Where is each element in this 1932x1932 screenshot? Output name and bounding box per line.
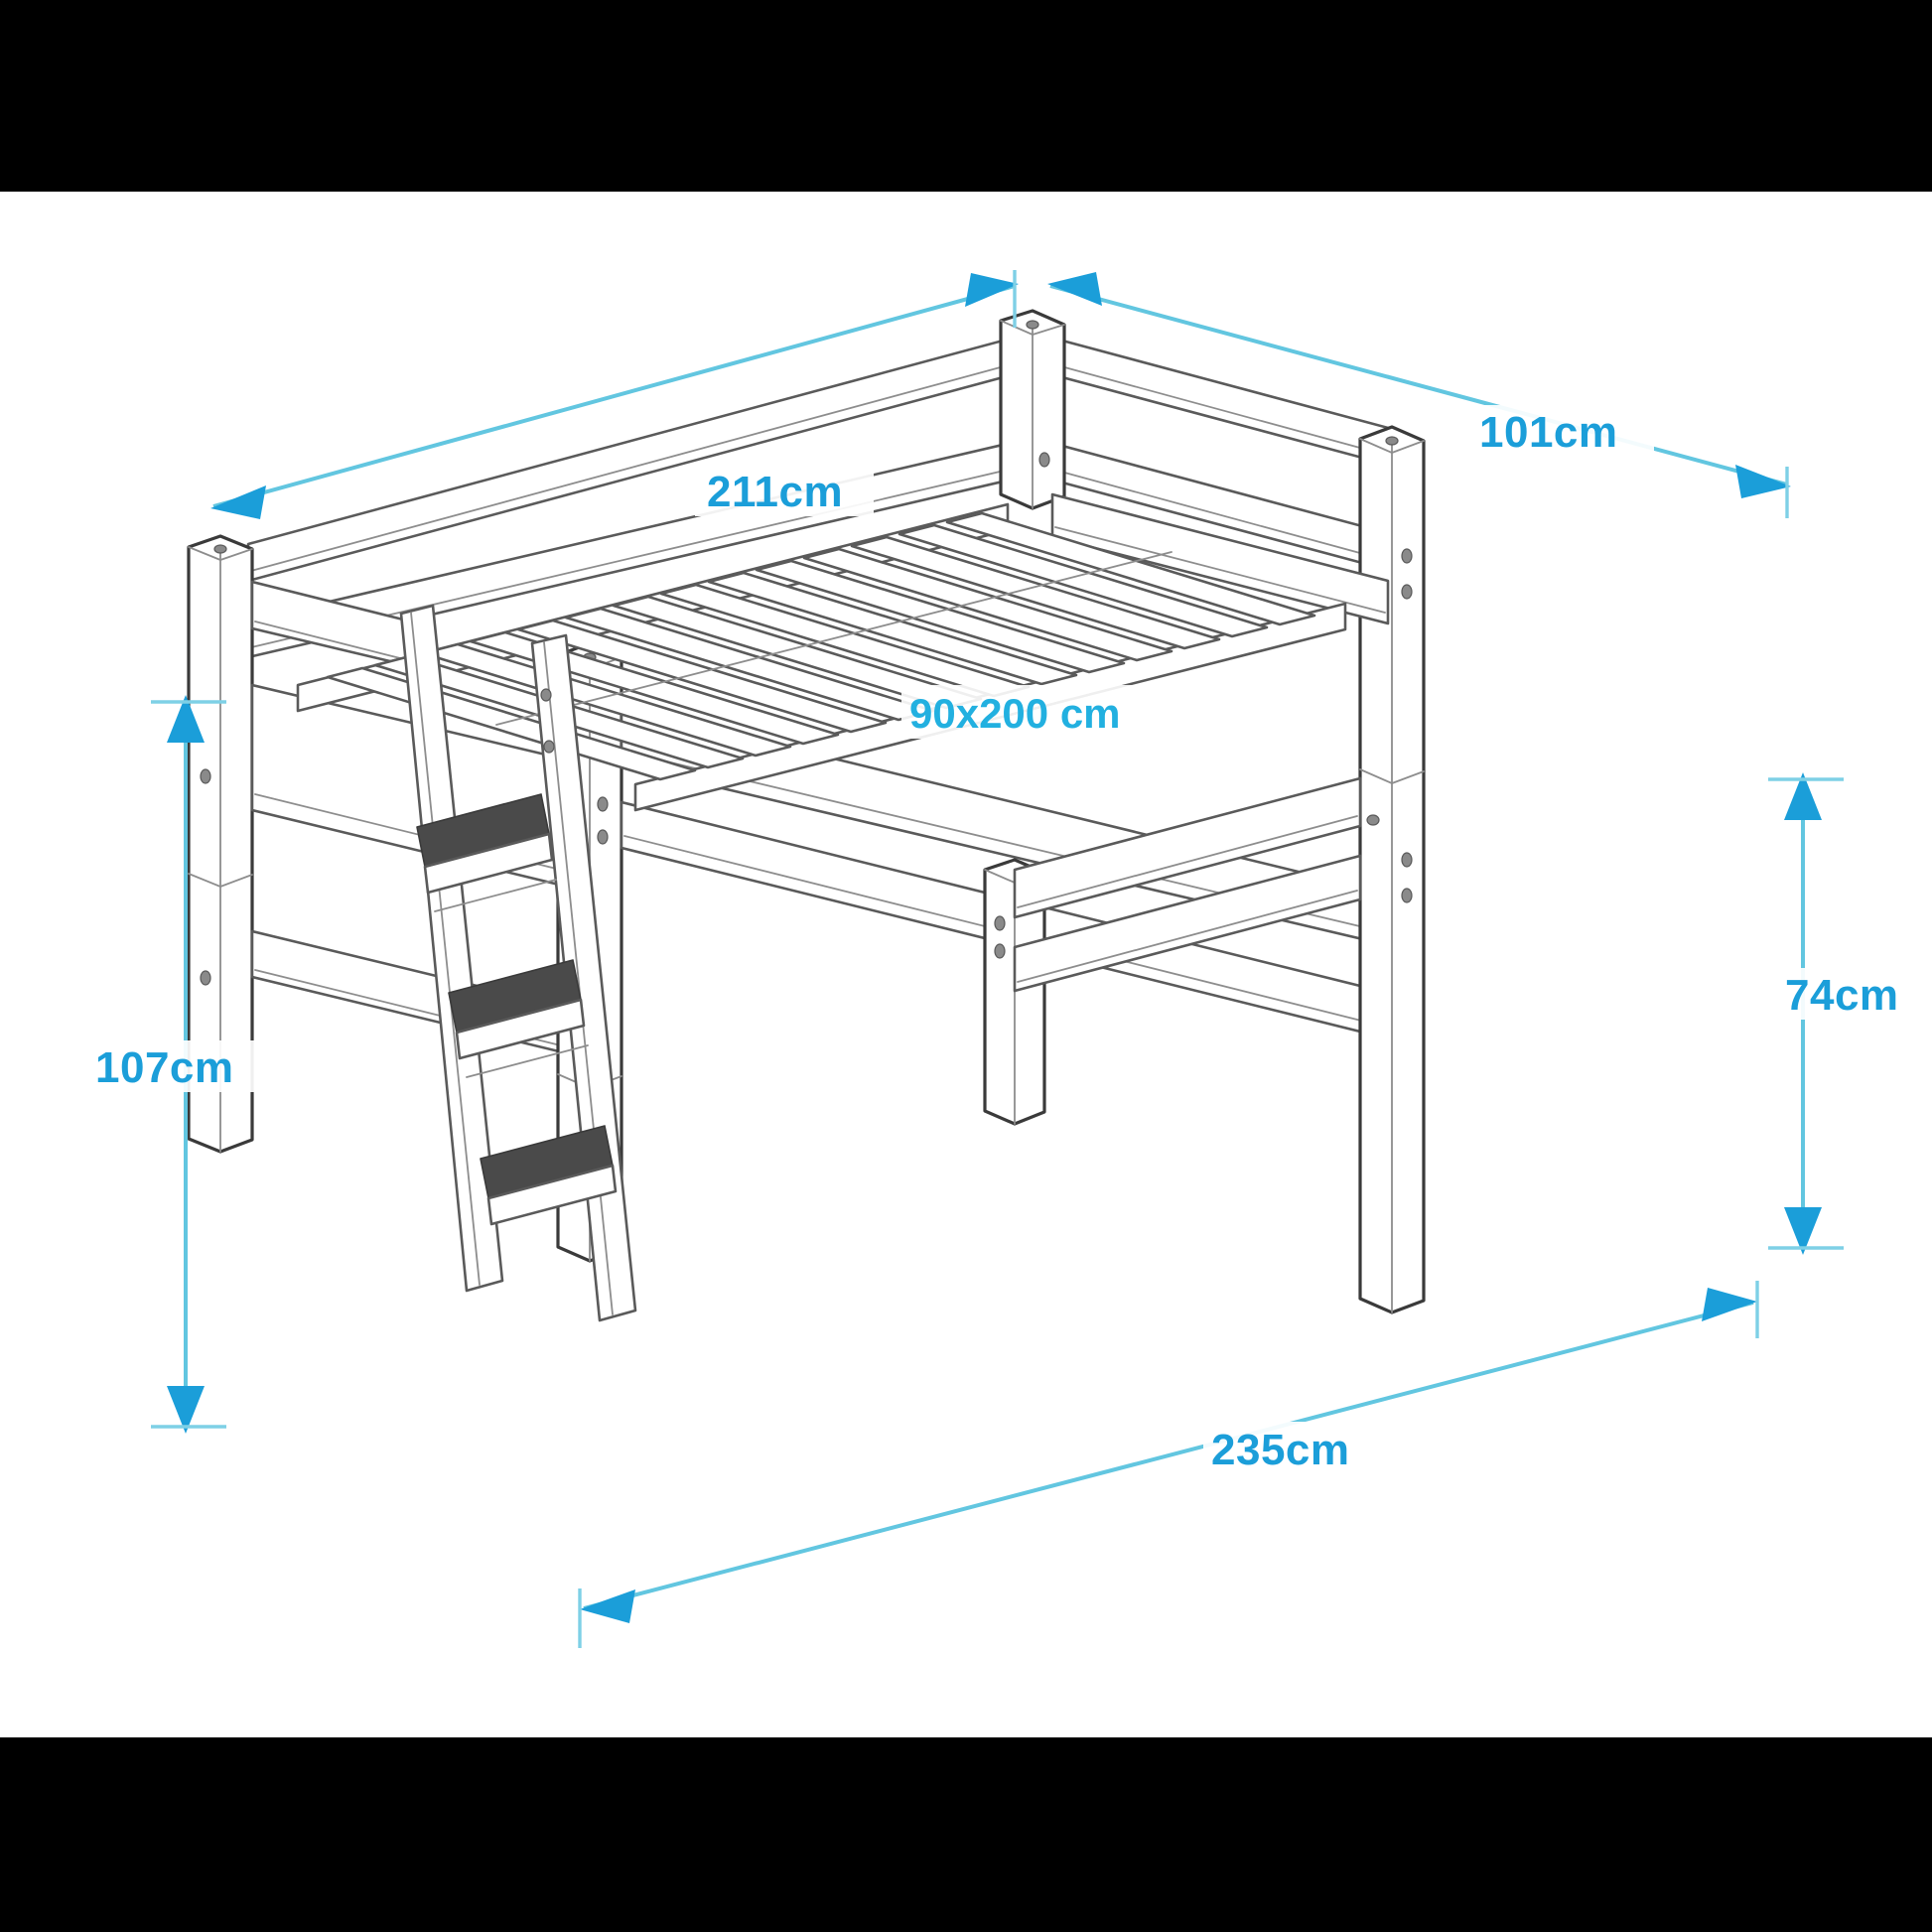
- dimension-label-235cm: 235cm: [1211, 1426, 1350, 1474]
- dimension-235cm: 235cm: [578, 1281, 1759, 1648]
- back-corner-post: [999, 309, 1066, 510]
- ladder-tread-1: [416, 793, 554, 895]
- letterbox-top-band: [0, 0, 1932, 192]
- dimension-211cm: 211cm: [210, 270, 1019, 519]
- ladder: [399, 604, 637, 1322]
- front-upper-guard-rail: [1050, 492, 1390, 625]
- letterbox-bottom-band: [0, 1737, 1932, 1932]
- slat-base: [296, 502, 1347, 812]
- slats: [326, 511, 1316, 781]
- dimension-107cm: 107cm: [87, 695, 282, 1434]
- left-back-post: [187, 534, 254, 1154]
- right-back-upper-rail: [1031, 331, 1394, 468]
- right-end-lower-board: [1013, 776, 1362, 919]
- bed-structure: [187, 309, 1426, 1322]
- dimension-label-mattress: 90x200 cm: [909, 690, 1121, 737]
- dimension-101cm: 101cm: [1047, 272, 1791, 518]
- dimension-label-74cm: 74cm: [1785, 971, 1899, 1020]
- dimension-mattress: 90x200 cm: [901, 685, 1217, 739]
- right-corner-post: [1358, 425, 1426, 1314]
- dimension-label-101cm: 101cm: [1479, 408, 1618, 457]
- ladder-tread-3: [480, 1125, 618, 1226]
- dimension-label-211cm: 211cm: [707, 468, 843, 516]
- dimension-label-107cm: 107cm: [95, 1043, 234, 1092]
- right-end-bottom-rail: [1013, 854, 1362, 993]
- ladder-tread-2: [448, 959, 586, 1060]
- dimension-74cm: 74cm: [1768, 772, 1932, 1255]
